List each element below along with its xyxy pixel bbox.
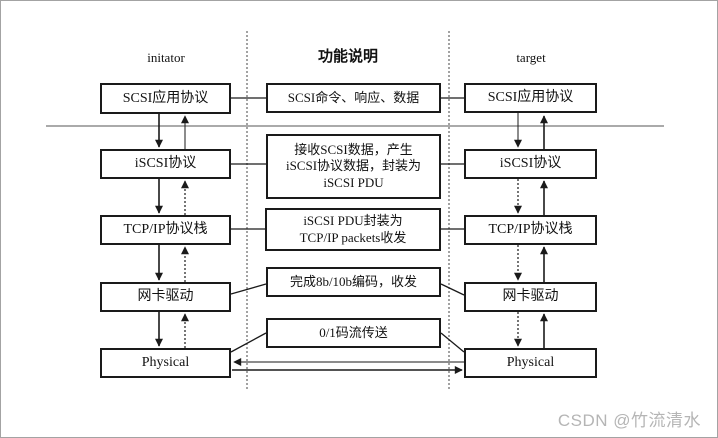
function-box-tcpip-packets: iSCSI PDU封装为 TCP/IP packets收发 [265, 208, 441, 251]
function-box-bitstream: 0/1码流传送 [266, 318, 441, 348]
target-box-nic-driver: 网卡驱动 [464, 282, 597, 312]
initiator-box-physical: Physical [100, 348, 231, 378]
function-box-scsi-cmd: SCSI命令、响应、数据 [266, 83, 441, 113]
initiator-box-scsi-app: SCSI应用协议 [100, 83, 231, 114]
target-box-tcpip: TCP/IP协议栈 [464, 215, 597, 245]
csdn-watermark: CSDN @竹流清水 [557, 411, 701, 430]
diagonal-connector-lines [230, 283, 465, 353]
initiator-box-iscsi: iSCSI协议 [100, 149, 231, 179]
target-box-iscsi: iSCSI协议 [464, 149, 597, 179]
physical-link-arrows [232, 358, 464, 374]
function-box-8b10b: 完成8b/10b编码，收发 [266, 267, 441, 297]
target-box-physical: Physical [464, 348, 597, 378]
initiator-box-nic-driver: 网卡驱动 [100, 282, 231, 312]
row-connector-lines [231, 97, 464, 230]
initiator-column-header: initator [147, 50, 185, 65]
initiator-box-tcpip: TCP/IP协议栈 [100, 215, 231, 245]
target-column-header: target [516, 50, 546, 65]
target-box-scsi-app: SCSI应用协议 [464, 83, 597, 113]
function-box-iscsi-pdu-gen: 接收SCSI数据，产生 iSCSI协议数据，封装为 iSCSI PDU [266, 134, 441, 199]
function-column-header: 功能说明 [317, 49, 379, 65]
column-separator-lines [246, 31, 450, 391]
